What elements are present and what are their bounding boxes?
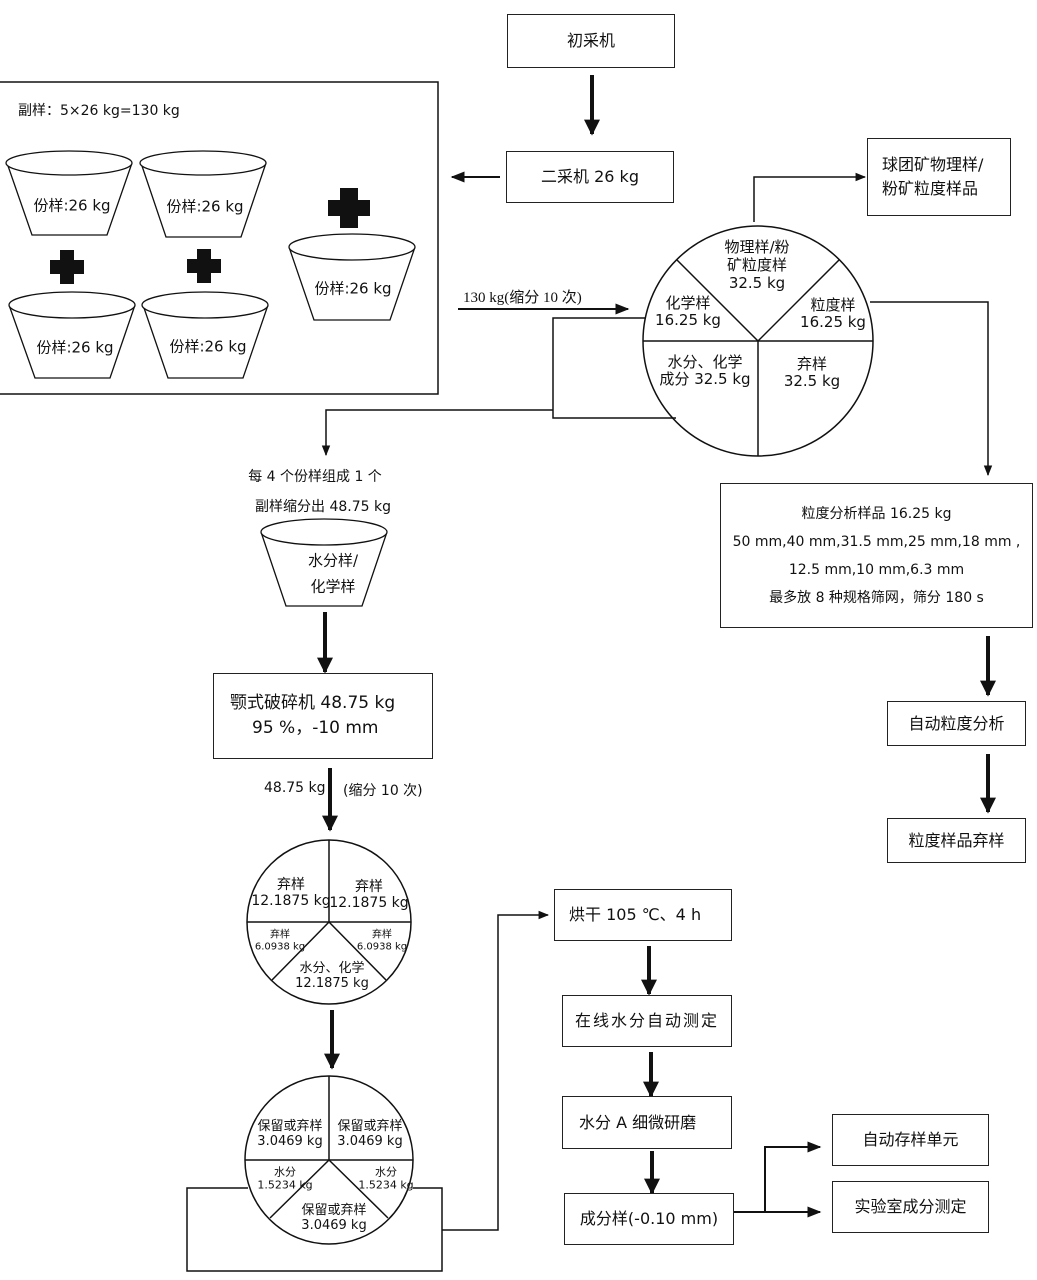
plus-icon (50, 250, 84, 284)
increment-label: 份样:26 kg (166, 197, 244, 216)
pellet-physical-line-2: 粉矿粒度样品 (882, 179, 979, 198)
increment-label: 份样:26 kg (169, 337, 247, 356)
connector-to-moisture-branch (321, 409, 553, 457)
moisture-bucket-label: 水分样/化学样 (307, 551, 359, 596)
bucket-moisture (260, 518, 388, 607)
connector-to-size-analysis (870, 301, 993, 477)
division-pie-3 (244, 1075, 414, 1245)
connector-moisture-loop (552, 317, 676, 419)
composition-sample-box: 成分样(-0.10 mm) (564, 1193, 734, 1245)
lab-analysis-box: 实验室成分测定 (832, 1181, 989, 1233)
jaw-crusher-line-2: 95 %，-10 mm (252, 718, 379, 738)
drying-label: 烘干 105 ℃、4 h (569, 905, 702, 924)
sub-sample-group-frame (0, 81, 439, 395)
size-discard-box: 粒度样品弃样 (887, 818, 1026, 863)
connector-to-drying (442, 910, 550, 1231)
connector-to-storage (764, 1141, 822, 1212)
division-pie-2 (246, 839, 412, 1005)
secondary-sampler-box: 二采机 26 kg (506, 151, 674, 203)
size-analysis-line-4: 最多放 8 种规格筛网，筛分 180 s (769, 589, 984, 606)
bucket-5 (288, 233, 416, 321)
connector-to-pellet-box (753, 172, 867, 222)
bucket-2 (139, 150, 267, 238)
size-analysis-line-1: 粒度分析样品 16.25 kg (801, 505, 952, 522)
online-moisture-box: 在线水分自动测定 (562, 995, 732, 1047)
size-analysis-box: 粒度分析样品 16.25 kg 50 mm,40 mm,31.5 mm,25 m… (720, 483, 1033, 628)
pie1-segment-moisture-chem: 水分、化学成分 32.5 kg (659, 352, 751, 388)
increment-label: 份样:26 kg (36, 338, 114, 357)
division-2-weight-label: 48.75 kg (264, 780, 326, 796)
grinding-box: 水分 A 细微研磨 (562, 1096, 732, 1149)
auto-size-analysis-box: 自动粒度分析 (887, 701, 1026, 746)
size-discard-label: 粒度样品弃样 (908, 830, 1005, 850)
combine-label-line-1: 每 4 个份样组成 1 个 (248, 468, 382, 485)
primary-sampler-label: 初采机 (566, 31, 615, 50)
plus-icon (187, 249, 221, 283)
lab-analysis-label: 实验室成分测定 (854, 1197, 967, 1216)
size-analysis-line-2: 50 mm,40 mm,31.5 mm,25 mm,18 mm , (732, 533, 1021, 550)
combine-label-line-2: 副样缩分出 48.75 kg (255, 498, 391, 515)
primary-sampler-box: 初采机 (507, 14, 675, 68)
jaw-crusher-box: 颚式破碎机 48.75 kg 95 %，-10 mm (213, 673, 433, 759)
auto-storage-label: 自动存样单元 (862, 1130, 959, 1149)
division-1-arrow-label: 130 kg(缩分 10 次) (463, 290, 582, 306)
bucket-1 (5, 150, 133, 236)
pellet-physical-box: 球团矿物理样/ 粉矿粒度样品 (867, 138, 1011, 216)
bucket-3 (8, 291, 136, 379)
composition-sample-label: 成分样(-0.10 mm) (579, 1209, 719, 1228)
increment-label: 份样:26 kg (33, 196, 111, 215)
increment-label: 份样:26 kg (314, 279, 392, 298)
bucket-4 (141, 291, 269, 379)
division-pie-1 (642, 225, 874, 457)
auto-storage-box: 自动存样单元 (832, 1114, 989, 1166)
grinding-label: 水分 A 细微研磨 (579, 1112, 697, 1132)
size-analysis-line-3: 12.5 mm,10 mm,6.3 mm (788, 561, 965, 578)
plus-icon (328, 188, 370, 228)
connector-pie3-loop (186, 1187, 443, 1272)
sub-sample-title: 副样：5×26 kg=130 kg (18, 103, 180, 119)
drying-box: 烘干 105 ℃、4 h (554, 889, 732, 941)
division-2-times-label: (缩分 10 次) (343, 783, 423, 799)
jaw-crusher-line-1: 颚式破碎机 48.75 kg (230, 692, 396, 713)
secondary-sampler-label: 二采机 26 kg (541, 167, 639, 186)
online-moisture-label: 在线水分自动测定 (574, 1011, 719, 1030)
auto-size-analysis-label: 自动粒度分析 (908, 713, 1005, 733)
pellet-physical-line-1: 球团矿物理样/ (882, 155, 984, 174)
